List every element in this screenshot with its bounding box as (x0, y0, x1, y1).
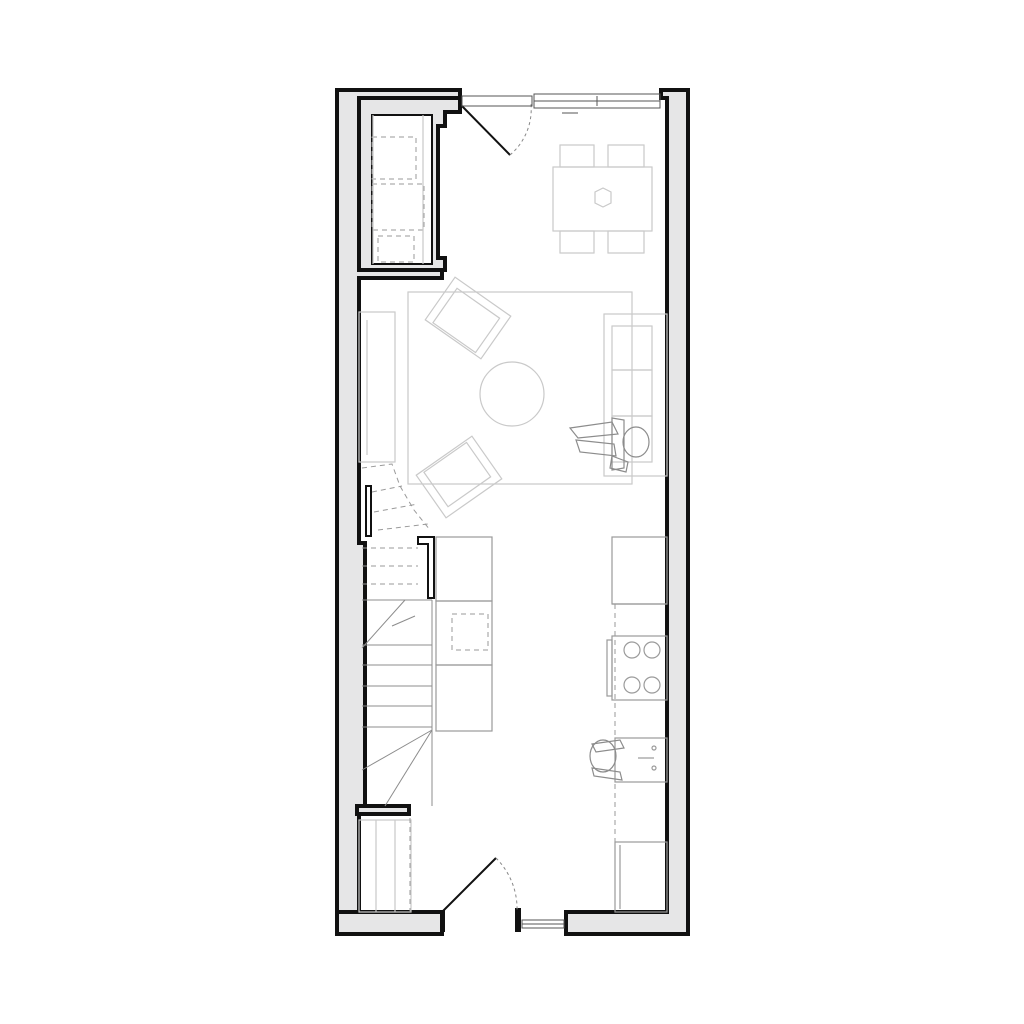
kitchen-counter (589, 536, 668, 913)
pantry-cabinet (614, 841, 668, 913)
chair-icon (607, 144, 645, 168)
rear-window (533, 93, 661, 114)
island-cabinet (435, 536, 493, 602)
chair-icon (559, 230, 595, 254)
door-swing-icon (509, 103, 532, 156)
bottom-left-wall (335, 910, 444, 936)
chair-icon (607, 230, 645, 254)
door-leaf-icon (459, 103, 511, 156)
fridge (611, 536, 668, 605)
seated-person-icon (568, 417, 650, 473)
storage-box-icon (371, 136, 417, 180)
cooktop-icon (606, 635, 668, 701)
right-exterior-wall (564, 88, 690, 936)
kitchen-island (435, 536, 493, 732)
front-entry-closet (358, 818, 412, 913)
island-cabinet (435, 600, 493, 666)
break-line-icon (391, 615, 416, 627)
armchair-icon (424, 276, 512, 360)
dining-table (552, 166, 653, 232)
entry-closet (357, 96, 462, 272)
rear-door[interactable] (459, 95, 533, 156)
coffee-table (479, 361, 545, 427)
sofa-icon (603, 313, 668, 477)
chair-icon (559, 144, 595, 168)
sink-icon (614, 737, 668, 783)
standing-person-icon (589, 739, 625, 781)
island-cabinet (435, 664, 493, 732)
door-swing-icon (495, 857, 518, 913)
dining-set (552, 144, 653, 254)
media-console (358, 311, 396, 463)
stair-landing-wall (355, 804, 411, 816)
front-door[interactable] (440, 857, 565, 932)
armchair-icon (415, 435, 503, 519)
living-area (358, 276, 668, 519)
door-leaf-icon (441, 857, 497, 913)
storage-box-icon (377, 235, 415, 263)
centerpiece-icon (594, 187, 612, 208)
staircase (361, 463, 435, 807)
storage-box-icon (371, 183, 425, 231)
stool-icon (451, 613, 489, 651)
area-rug (407, 291, 633, 485)
